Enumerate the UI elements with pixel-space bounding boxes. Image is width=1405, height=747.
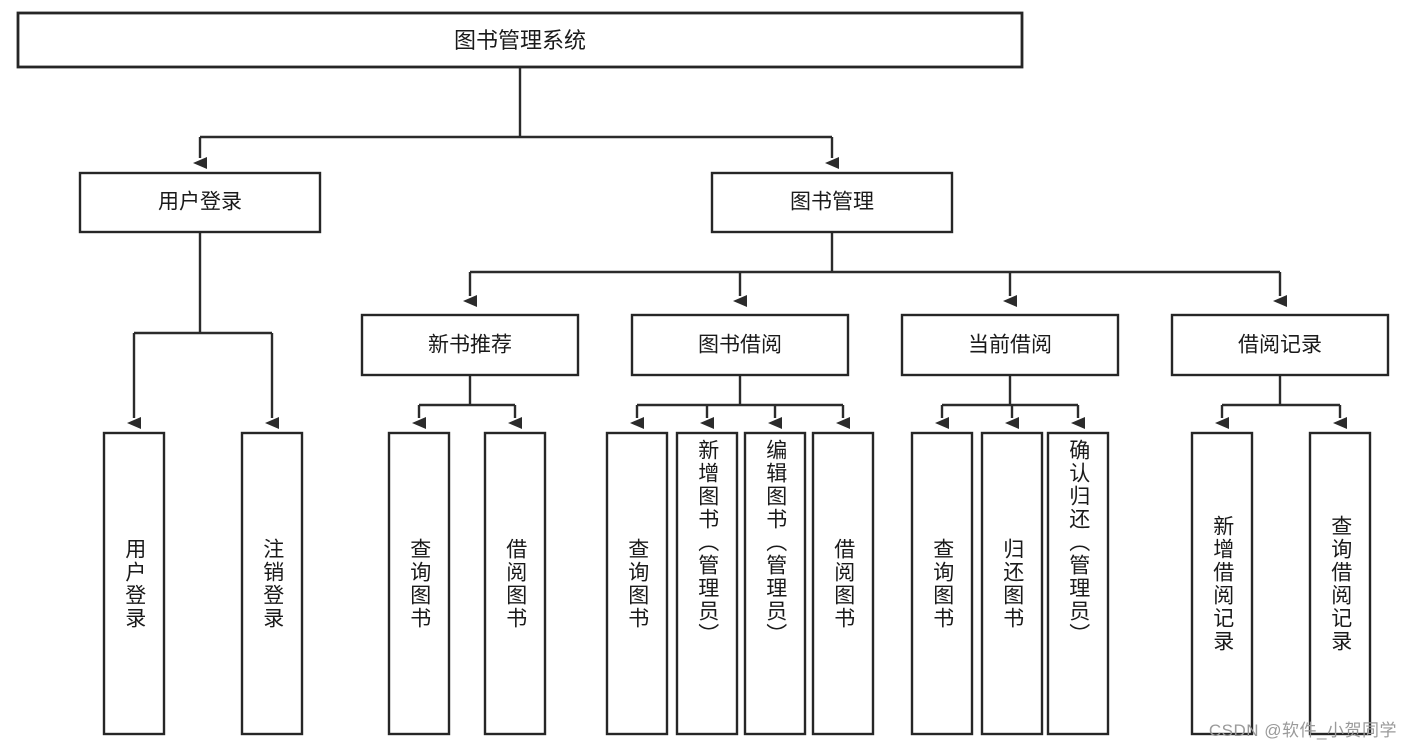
leaf-box-user-login-0[interactable] <box>102 431 166 736</box>
leaf-box-book-borrow-0[interactable] <box>605 431 669 736</box>
leaf-box-current-borrow-0[interactable] <box>910 431 974 736</box>
connector-borrowrecord-to-leaves <box>1215 375 1347 429</box>
node-book-borrow[interactable]: 图书借阅 <box>630 313 850 377</box>
leaf-box-borrow-record-1[interactable] <box>1308 431 1372 736</box>
node-book-management-label: 图书管理 <box>790 191 874 214</box>
leaf-box-book-borrow-2[interactable] <box>743 431 807 736</box>
leaf-box-new-book-0[interactable] <box>387 431 451 736</box>
connector-root-to-level2 <box>193 67 839 169</box>
connector-bookmgmt-to-level3 <box>463 232 1287 307</box>
connector-bookborrow-to-leaves <box>630 375 850 429</box>
node-borrow-record-label: 借阅记录 <box>1238 334 1322 357</box>
node-new-book-recommend-label: 新书推荐 <box>428 334 512 357</box>
node-current-borrow[interactable]: 当前借阅 <box>900 313 1120 377</box>
node-root-label: 图书管理系统 <box>454 28 586 53</box>
leaf-box-book-borrow-3[interactable] <box>811 431 875 736</box>
node-user-login[interactable]: 用户登录 <box>78 171 322 234</box>
node-current-borrow-label: 当前借阅 <box>968 334 1052 357</box>
leaf-box-new-book-1[interactable] <box>483 431 547 736</box>
node-book-borrow-label: 图书借阅 <box>698 334 782 357</box>
leaf-box-current-borrow-1[interactable] <box>980 431 1044 736</box>
leaf-box-borrow-record-0[interactable] <box>1190 431 1254 736</box>
leaf-box-current-borrow-2[interactable] <box>1046 431 1110 736</box>
connector-newbook-to-leaves <box>412 375 522 429</box>
node-user-login-label: 用户登录 <box>158 191 242 214</box>
csdn-watermark: CSDN @软件_小贺同学 <box>1208 721 1397 740</box>
node-new-book-recommend[interactable]: 新书推荐 <box>360 313 580 377</box>
node-root[interactable]: 图书管理系统 <box>16 11 1024 69</box>
connector-currentborrow-to-leaves <box>935 375 1085 429</box>
leaf-box-user-login-1[interactable] <box>240 431 304 736</box>
node-book-management[interactable]: 图书管理 <box>710 171 954 234</box>
node-borrow-record[interactable]: 借阅记录 <box>1170 313 1390 377</box>
connector-userlogin-to-leaves <box>127 232 279 429</box>
leaf-box-book-borrow-1[interactable] <box>675 431 739 736</box>
